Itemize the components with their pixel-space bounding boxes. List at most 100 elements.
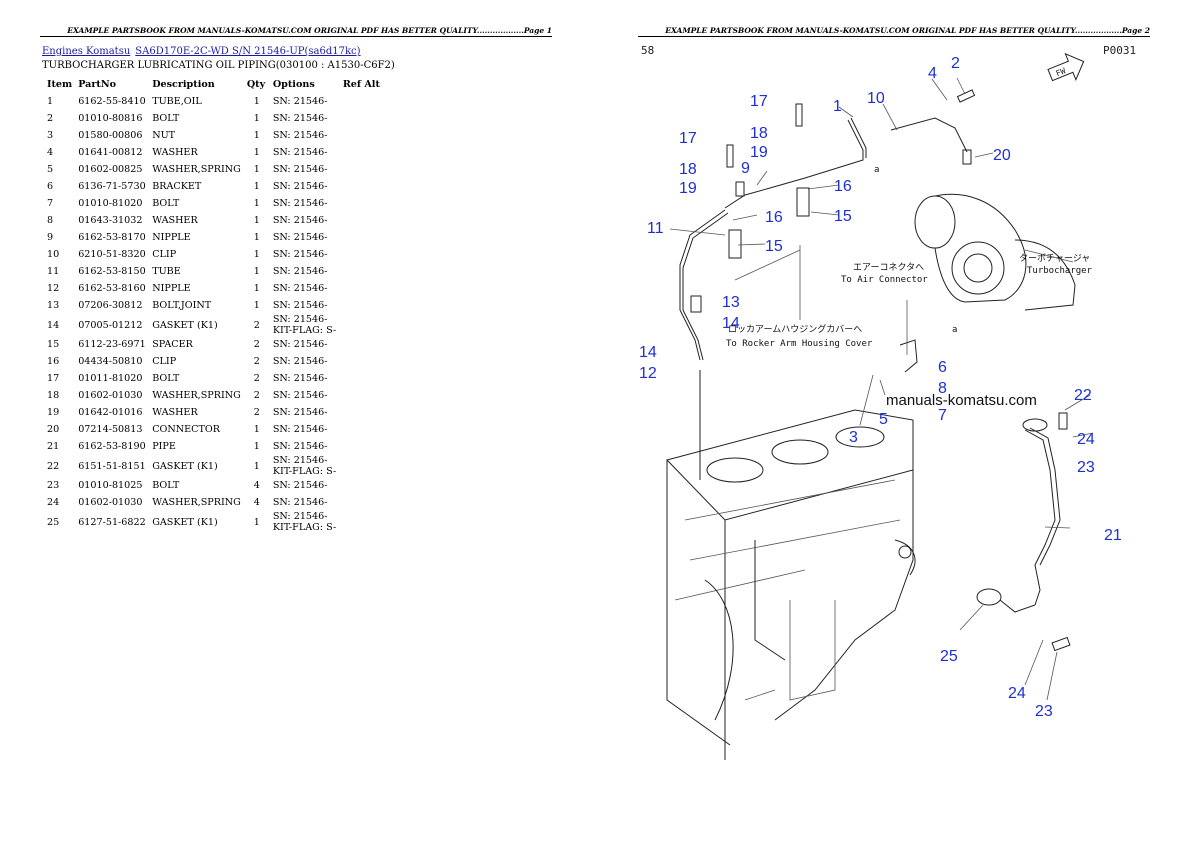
cell-part-number: 01011-81020	[78, 373, 143, 384]
breadcrumb-link-engines[interactable]: Engines Komatsu	[42, 46, 131, 57]
cell-part-number: 07005-01212	[78, 319, 143, 331]
parts-list-page: EXAMPLE PARTSBOOK FROM MANUALS-KOMATSU.C…	[40, 26, 552, 533]
option-serial: SN: 21546-	[272, 181, 328, 192]
cell-qty: 1	[253, 215, 260, 226]
cell-ref-alt	[340, 212, 383, 229]
cell-options: SN: 21546-	[270, 93, 340, 110]
cell-description: BOLT	[152, 480, 180, 491]
cell-item: 2	[47, 113, 54, 124]
cell-ref-alt	[340, 263, 383, 280]
cell-options: SN: 21546-	[270, 110, 340, 127]
cell-item: 16	[47, 356, 60, 367]
cell-ref-alt	[340, 178, 383, 195]
column-header-description: Description	[152, 79, 215, 90]
cell-options: SN: 21546-	[270, 246, 340, 263]
cell-qty: 4	[253, 497, 260, 508]
cell-part-number: 01602-01030	[78, 497, 143, 508]
cell-qty: 1	[253, 232, 260, 243]
cell-qty: 1	[253, 300, 260, 311]
option-serial: SN: 21546-	[272, 164, 328, 175]
cell-options: SN: 21546-	[270, 477, 340, 494]
cell-item: 5	[47, 164, 54, 175]
cell-item: 22	[47, 460, 60, 472]
option-kit-flag: KIT-FLAG: S-	[272, 325, 337, 336]
cell-description: WASHER,SPRING	[152, 497, 241, 508]
cell-qty: 4	[253, 480, 260, 491]
callout-5: 5	[879, 411, 888, 428]
callout-11: 11	[647, 220, 664, 237]
cell-ref-alt	[340, 494, 383, 511]
cell-part-number: 07214-50813	[78, 424, 143, 435]
option-serial: SN: 21546-	[272, 511, 328, 522]
svg-text:FW: FW	[1055, 66, 1067, 78]
cell-description: NIPPLE	[152, 283, 191, 294]
cell-part-number: 6136-71-5730	[78, 181, 146, 192]
cell-ref-alt	[340, 246, 383, 263]
cell-item: 14	[47, 319, 60, 331]
cell-item: 17	[47, 373, 60, 384]
callout-21: 21	[1104, 527, 1122, 544]
cell-item: 4	[47, 147, 54, 158]
cell-part-number: 01602-00825	[78, 164, 143, 175]
parts-table: Item PartNo Description Qty Options Ref …	[42, 76, 383, 533]
cell-options: SN: 21546-	[270, 297, 340, 314]
cell-ref-alt	[340, 336, 383, 353]
cell-qty: 2	[253, 407, 260, 418]
cell-item: 25	[47, 516, 60, 528]
option-kit-flag: KIT-FLAG: S-	[272, 466, 337, 477]
cell-options: SN: 21546-	[270, 494, 340, 511]
cell-part-number: 01641-00812	[78, 147, 143, 158]
cell-part-number: 6112-23-6971	[78, 339, 146, 350]
note-rocker-cover-en: To Rocker Arm Housing Cover	[726, 339, 873, 349]
table-header-row: Item PartNo Description Qty Options Ref …	[42, 76, 383, 93]
cell-item: 3	[47, 130, 54, 141]
cell-qty: 1	[253, 441, 260, 452]
option-serial: SN: 21546-	[272, 455, 328, 466]
cell-item: 10	[47, 249, 60, 260]
option-serial: SN: 21546-	[272, 198, 328, 209]
callout-13: 13	[722, 294, 740, 311]
cell-ref-alt	[340, 477, 383, 494]
cell-options: SN: 21546-	[270, 263, 340, 280]
reference-mark-a: a	[874, 165, 879, 175]
option-serial: SN: 21546-	[272, 441, 328, 452]
callout-14: 14	[639, 344, 657, 361]
callout-20: 20	[993, 147, 1011, 164]
page-number-label: 58	[641, 44, 654, 57]
cell-description: BOLT	[152, 198, 180, 209]
cell-item: 23	[47, 480, 60, 491]
callout-1: 1	[833, 98, 842, 115]
breadcrumb-link-model[interactable]: SA6D170E-2C-WD S/N 21546-UP(sa6d17kc)	[135, 46, 361, 57]
cell-part-number: 6162-55-8410	[78, 96, 146, 107]
cell-part-number: 01010-80816	[78, 113, 143, 124]
option-serial: SN: 21546-	[272, 249, 328, 260]
callout-24: 24	[1008, 685, 1026, 702]
cell-ref-alt	[340, 93, 383, 110]
cell-options: SN: 21546-	[270, 353, 340, 370]
callout-24: 24	[1077, 431, 1095, 448]
cell-item: 12	[47, 283, 60, 294]
cell-part-number: 6151-51-8151	[78, 460, 146, 472]
cell-ref-alt	[340, 127, 383, 144]
cell-options: SN: 21546-	[270, 370, 340, 387]
cell-ref-alt	[340, 353, 383, 370]
cell-part-number: 04434-50810	[78, 356, 143, 367]
cell-options: SN: 21546-	[270, 178, 340, 195]
column-header-qty: Qty	[246, 79, 266, 90]
page-header: EXAMPLE PARTSBOOK FROM MANUALS-KOMATSU.C…	[40, 26, 552, 37]
cell-options: SN: 21546-	[270, 161, 340, 178]
cell-description: TUBE	[152, 266, 181, 277]
turbocharger-drawing	[914, 193, 1076, 311]
callout-15: 15	[765, 238, 783, 255]
cell-item: 8	[47, 215, 54, 226]
option-serial: SN: 21546-	[272, 266, 328, 277]
cell-qty: 1	[253, 283, 260, 294]
